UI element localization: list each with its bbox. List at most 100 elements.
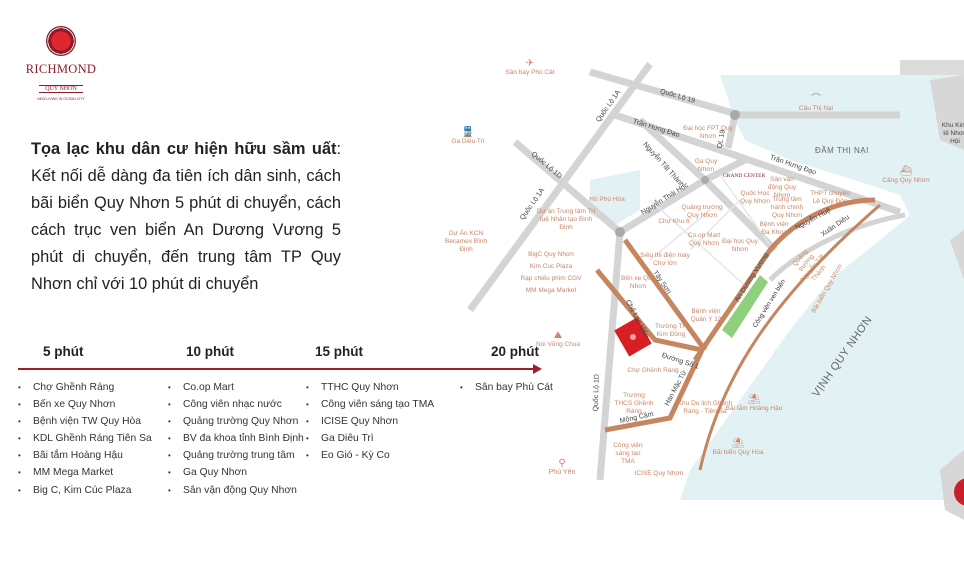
list-item: Quảng trường trung tâm [168,447,304,464]
train-icon: 🚆 [461,127,475,138]
place-fpt: Đại học FPT Quy Nhơn [683,125,733,140]
sea-area [680,75,964,500]
place-thcs: Trường THCS Ghềnh Ráng [614,392,654,415]
list-item: Eo Gió - Kỳ Co [306,447,434,464]
place-quy-hoa: ⛱Bãi biển Quy Hòa [712,438,764,456]
intro-paragraph: Tọa lạc khu dân cư hiện hữu sầm uất: Kết… [31,136,341,298]
list-item: Bãi tắm Hoàng Hậu [18,447,152,464]
list-item: MM Mega Market [18,464,152,481]
list-item: Ga Diêu Trì [306,430,434,447]
list-item: Công viên nhạc nước [168,396,304,413]
lake [590,170,640,225]
place-le-quy-don: THPT chuyên Lê Quý Đôn [810,190,850,205]
list-item: KDL Ghềnh Ráng Tiên Sa [18,430,152,447]
place-dh-quy-nhon: Đại học Quy Nhơn [722,238,758,253]
place-quoc-hoc: Quốc Học Quy Nhơn [740,190,770,205]
timeline-label: 15 phút [315,344,364,359]
road-xuan-dieu [768,212,906,282]
place-ga-quy-nhon: Ga Quy Nhơn [694,158,718,173]
place-cang: ⛴Cảng Quy Nhơn [882,166,930,184]
logo-sub: QUY NHƠN [39,85,83,93]
junction [730,110,740,120]
junction [701,176,709,184]
place-cho-khu-6: Chợ Khu 6 [658,218,690,225]
label-dam-thi-nai: ĐẦM THỊ NẠI [815,146,869,155]
place-lake: Hồ Phú Hòa [589,196,625,203]
place-cho-lon: Siêu thị điện máy Chợ lớn [640,252,690,267]
list-10min: Co.op MartCông viên nhạc nướcQuảng trườn… [168,379,304,499]
location-pin-icon: ⚲ [558,458,566,469]
list-item: Sân bay Phù Cát [460,379,553,396]
place-stadium: Sân vận động Quy Nhơn [767,176,797,199]
list-item: Bệnh viện TW Quy Hòa [18,413,152,430]
place-cgv: Rạp chiếu phim CGV [520,275,582,282]
list-item: Bến xe Quy Nhơn [18,396,152,413]
list-item: BV đa khoa tỉnh Bình Định [168,430,304,447]
road-han-mac-tu [604,348,705,433]
place-kim-cuc: Kim Cuc Plaza [529,263,573,270]
place-cau-thi-nai: ⌒Cầu Thị Nại [798,94,834,112]
list-20min: Sân bay Phù Cát [460,379,553,396]
list-item: Công viên sáng tạo TMA [306,396,434,413]
logo-name: RICHMOND [25,62,97,76]
junction [615,227,625,237]
place-icise: ICISE Quy Nhơn [634,470,684,477]
intro-heading: Tọa lạc khu dân cư hiện hữu sầm uất [31,140,337,158]
place-nui-vung-chua: ⛰Núi Vũng Chua [535,330,581,348]
gem-logo-icon [46,26,76,56]
park-strip [722,275,768,338]
road-ql19b [724,114,739,149]
beach-umbrella-icon: ⛱ [731,438,745,449]
place-hoang-hau: ⛱Bãi tắm Hoàng Hậu [725,394,783,412]
place-kim-dong: Trường TH Kim Đồng [654,323,688,338]
mountain-icon: ⛰ [553,330,563,341]
logo-tagline: NEW LIVING IN OCEAN CITY [37,97,85,101]
place-tthc: Trung tâm hành chính Quy Nhơn [770,196,804,219]
richmond-logo: RICHMOND QUY NHƠN NEW LIVING IN OCEAN CI… [18,26,104,101]
coast-road [698,203,881,471]
place-cho-ghenh-rang: Chợ Ghềnh Ráng [627,367,679,374]
list-item: Quảng trường Quy Nhơn [168,413,304,430]
road-label: Quốc Lộ 1D [592,374,601,412]
place-ben-xe: Bến xe Quy Nhơn [621,275,655,290]
intro-body: : Kết nối dễ dàng đa tiên ích dân sinh, … [31,140,341,293]
beach-umbrella-icon: ⛱ [747,394,761,405]
airplane-icon: ✈ [525,58,535,69]
place-phu-yen: ⚲Phú Yên [548,458,576,476]
list-item: Big C, Kim Cúc Plaza [18,482,152,499]
land-gray [930,75,964,520]
list-item: Sân vận động Quy Nhơn [168,482,304,499]
place-tien-sa: Khu Du lịch Ghềnh Ráng - Tiên Sa [677,400,733,415]
place-ai-center: Dự án Trung tâm Trí tuệ Nhân tạo Bình Đị… [536,208,596,231]
list-item: Ga Quy Nhơn [168,464,304,481]
place-bigc: BigC Quy Nhơn [528,251,574,258]
place-mm-mega: MM Mega Market [525,287,577,294]
list-item: TTHC Quy Nhơn [306,379,434,396]
road-tay-son [622,238,708,352]
grand-center-logo: GRAND CENTER [722,173,766,179]
list-item: Chợ Ghềnh Ráng [18,379,152,396]
place-kcn-becamex: Dự Án KCN Becamex Bình Định [444,230,488,253]
place-airport: ✈Sân bay Phù Cát [505,58,555,76]
timeline-label: 10 phút [186,344,235,359]
place-nhon-hoi: Khu Kinh tế Nhơn Hội [941,122,964,145]
list-item: Co.op Mart [168,379,304,396]
road-ql1a [467,61,653,313]
place-quan-y-13: Bệnh viện Quân Y 13 [690,308,722,323]
place-ga-dieu-tri: 🚆Ga Diêu Trì [451,127,485,145]
timeline-label: 20 phút [491,344,540,359]
timeline-label: 5 phút [43,344,84,359]
list-item: ICISE Quy Nhơn [306,413,434,430]
road-ql19 [589,68,741,119]
road-che-lan-vien [595,268,703,353]
ship-icon: ⛴ [899,166,913,177]
timeline-arrow [18,364,542,374]
place-bv-da-khoa: Bệnh viện Đa Khoa [759,221,789,236]
place-quang-truong: Quảng trường Quy Nhơn [681,204,723,219]
road-an-duong-vuong [692,197,876,362]
place-tma: Công viên sáng tạo TMA [613,442,643,465]
decorative-red-circle [954,478,964,506]
list-15min: TTHC Quy NhơnCông viên sáng tạo TMAICISE… [306,379,434,465]
